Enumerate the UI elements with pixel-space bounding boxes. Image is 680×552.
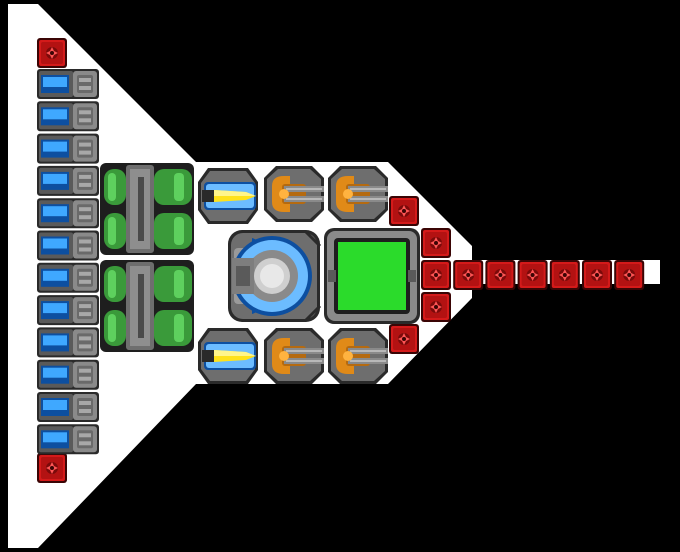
armor-block-nose	[453, 260, 484, 290]
battery-cell	[37, 101, 99, 132]
battery-cell	[37, 295, 99, 326]
battery-cell	[37, 69, 99, 99]
reactor-core	[228, 230, 322, 322]
battery-cell	[37, 165, 99, 196]
fuel-tank-lower	[100, 260, 194, 352]
armor-block-top-left	[37, 38, 67, 68]
battery-cell	[37, 424, 99, 455]
armor-block-nose	[485, 260, 516, 290]
armor-block-nose	[517, 260, 548, 290]
bridge-panel	[324, 228, 420, 324]
battery-cell	[37, 133, 99, 164]
armor-block-nose	[614, 260, 645, 290]
armor-block-cockpit-bottom	[421, 292, 451, 322]
battery-cell	[37, 230, 99, 261]
fuel-tank-upper	[100, 163, 194, 255]
armor-block-nose	[582, 260, 612, 290]
armor-block-nose	[549, 260, 580, 290]
armor-block-nose	[421, 260, 451, 290]
armor-block-side-bottom	[389, 324, 419, 354]
turret-bottom-1	[264, 328, 324, 384]
turret-bottom-2	[328, 328, 388, 384]
battery-cell	[37, 262, 99, 293]
battery-cell	[37, 392, 99, 422]
missile-launcher-top	[198, 168, 258, 224]
battery-cell	[37, 327, 99, 358]
armor-block-cockpit-top	[421, 228, 451, 258]
missile-launcher-bottom	[198, 328, 258, 384]
armor-block-side-top	[389, 196, 419, 226]
turret-top-2	[328, 166, 388, 222]
turret-top-1	[264, 166, 324, 222]
battery-cell	[37, 198, 99, 229]
armor-block-bottom-left	[37, 453, 67, 483]
battery-cell	[37, 359, 99, 390]
